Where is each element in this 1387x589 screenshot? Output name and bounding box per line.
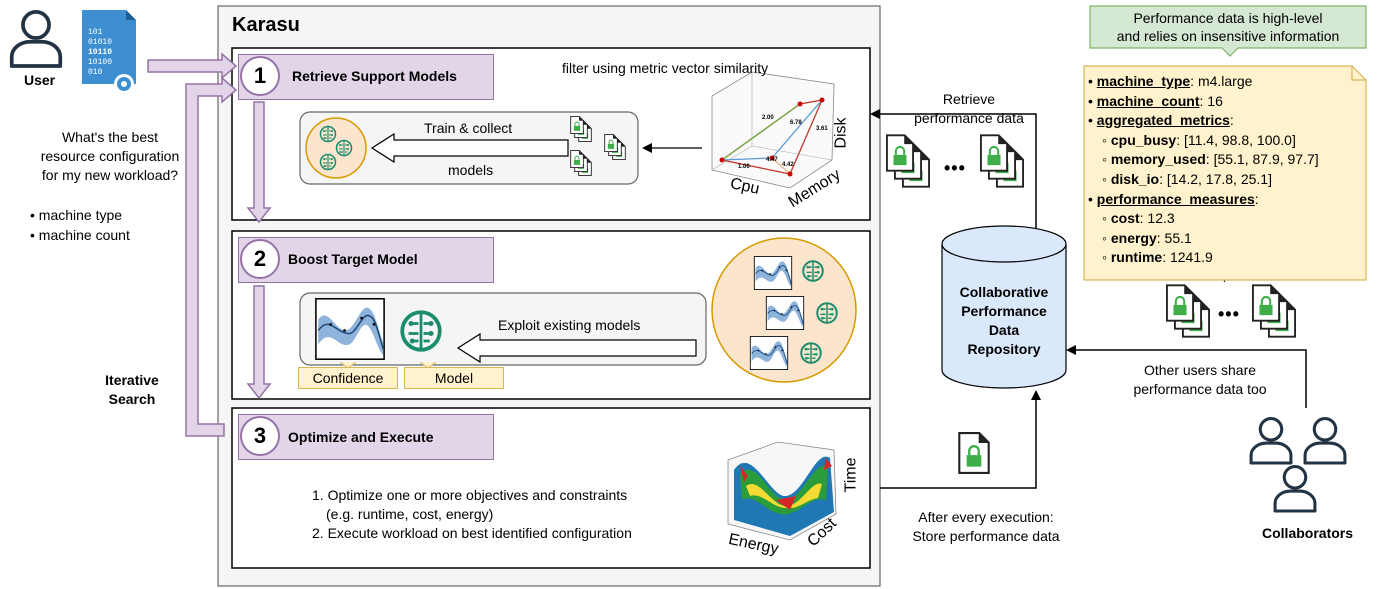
json-note-content: • machine_type: m4.large • machine_count… xyxy=(1088,73,1319,266)
iterative-loop-arrow xyxy=(185,76,238,437)
user-label: User xyxy=(24,72,56,88)
plot-value-label: 1.00 xyxy=(738,164,750,170)
step2-to-step3-arrow xyxy=(246,285,272,400)
collaborators-label: Collaborators xyxy=(1262,525,1354,541)
ellipsis-dots: ••• xyxy=(944,158,966,178)
repository-cylinder xyxy=(941,225,1067,389)
exploit-arrow xyxy=(456,332,697,364)
step3-items: 1. Optimize one or more objectives and c… xyxy=(312,486,632,543)
karasu-to-repo-arrow xyxy=(880,390,1041,489)
models-text: models xyxy=(448,162,494,178)
question-bullets: • machine type • machine count xyxy=(30,205,130,245)
question-bullet: • machine count xyxy=(30,227,130,243)
step3-item: 1. Optimize one or more objectives and c… xyxy=(312,487,628,503)
plot-value-label: 6.78 xyxy=(790,120,802,126)
similarity-3d-plot xyxy=(711,71,835,189)
user-to-step1-arrow xyxy=(147,52,238,80)
other-users-label: Other users share performance data too xyxy=(1133,362,1267,397)
step2-number: 2 xyxy=(240,239,280,279)
repo-to-karasu-arrow xyxy=(870,109,1037,228)
question-line: for my new workload? xyxy=(41,167,179,183)
svg-text:10110: 10110 xyxy=(88,48,112,57)
plot-axis-z: Disk xyxy=(832,117,850,149)
step2-title: Boost Target Model xyxy=(288,251,418,267)
exploit-text: Exploit existing models xyxy=(498,317,641,333)
svg-text:101: 101 xyxy=(88,28,103,37)
plot-value-label: 4.47 xyxy=(766,157,778,163)
question-line: What's the best xyxy=(61,129,159,145)
step1-to-step2-arrow xyxy=(246,101,272,224)
callout-bubble xyxy=(1089,5,1367,57)
after-exec-label: After every execution: Store performance… xyxy=(912,509,1060,544)
question-bullet: • machine type xyxy=(30,207,123,223)
step3-item: (e.g. runtime, cost, energy) xyxy=(326,506,494,522)
step3-title: Optimize and Execute xyxy=(288,429,434,445)
surface-axis-z: Time xyxy=(842,457,860,493)
step3-item: 2. Execute workload on best identified c… xyxy=(312,525,632,541)
step3-number: 3 xyxy=(240,416,280,456)
repository-label: Collaborative Performance Data Repositor… xyxy=(959,284,1049,357)
user-question: What's the best resource configuration f… xyxy=(20,128,200,185)
step3-header xyxy=(238,414,494,460)
step1-title: Retrieve Support Models xyxy=(292,68,457,84)
retrieve-perf-label: Retrieve performance data xyxy=(914,91,1024,126)
callout-text: Performance data is high-level and relie… xyxy=(1116,10,1340,44)
svg-text:01010: 01010 xyxy=(88,38,112,47)
question-line: resource configuration xyxy=(40,148,180,164)
data-file-icon: 101 01010 10110 10100 010 xyxy=(82,10,136,94)
confidence-tag: Confidence xyxy=(298,367,398,389)
json-note xyxy=(1083,65,1367,281)
plot-value-label: 2.00 xyxy=(762,115,774,121)
train-collect-arrow xyxy=(370,132,569,164)
plot-value-label: 3.61 xyxy=(816,126,828,132)
svg-text:10100: 10100 xyxy=(88,58,112,67)
train-collect-text: Train & collect xyxy=(424,120,513,136)
plot-value-label: 4.42 xyxy=(782,162,794,168)
karasu-title: Karasu xyxy=(232,14,300,36)
step1-number: 1 xyxy=(240,56,280,96)
collaborators-to-repo-arrow xyxy=(1066,345,1307,408)
model-tag: Model xyxy=(404,367,504,389)
step2-header xyxy=(238,237,494,283)
svg-text:010: 010 xyxy=(88,68,103,77)
objective-surface-plot xyxy=(727,441,837,541)
ellipsis-dots: ••• xyxy=(1218,304,1240,324)
filter-text: filter using metric vector similarity xyxy=(562,60,769,76)
iterative-search-label: Iterative Search xyxy=(105,372,159,407)
step1-header xyxy=(238,54,494,100)
